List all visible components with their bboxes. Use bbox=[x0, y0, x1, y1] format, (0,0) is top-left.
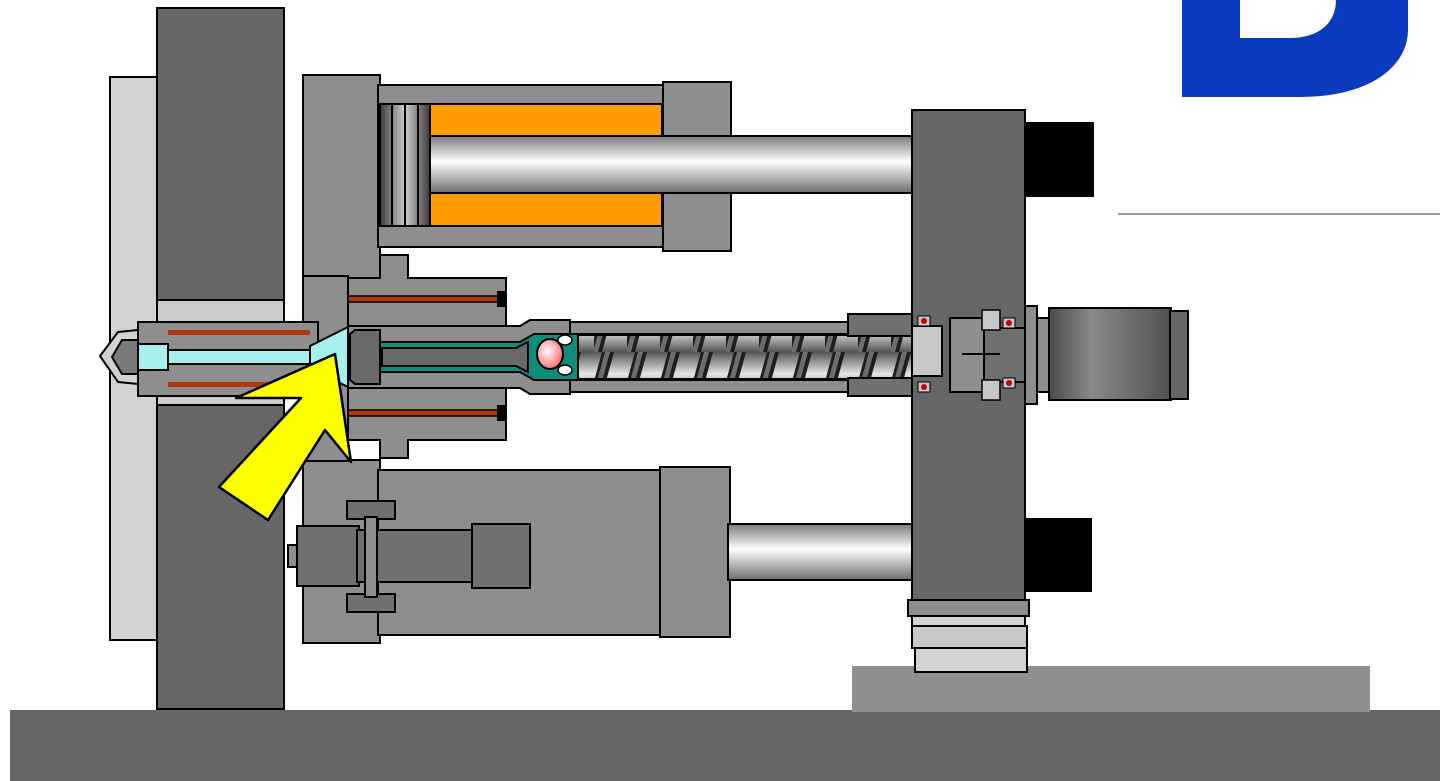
corner-letter-b bbox=[1182, 0, 1408, 97]
lower-piston-rod bbox=[727, 523, 915, 581]
floor bbox=[10, 710, 1440, 781]
heater-band-bottom bbox=[347, 409, 501, 417]
base-pedestal bbox=[852, 666, 1370, 712]
drive-motor bbox=[1024, 305, 1189, 405]
upper-oil-bottom bbox=[429, 191, 663, 227]
lower-hydraulic-cylinder bbox=[287, 459, 915, 644]
heater-band-top bbox=[347, 295, 501, 303]
screw bbox=[577, 334, 915, 380]
upper-hydraulic-cylinder bbox=[302, 74, 915, 286]
rear-plate bbox=[907, 109, 1094, 673]
upper-oil-top bbox=[429, 103, 663, 139]
nozzle-channel bbox=[167, 349, 311, 365]
upper-piston-rod bbox=[429, 135, 915, 194]
check-ring bbox=[536, 338, 564, 370]
barrel bbox=[347, 313, 917, 397]
injection-arrow bbox=[217, 352, 353, 522]
